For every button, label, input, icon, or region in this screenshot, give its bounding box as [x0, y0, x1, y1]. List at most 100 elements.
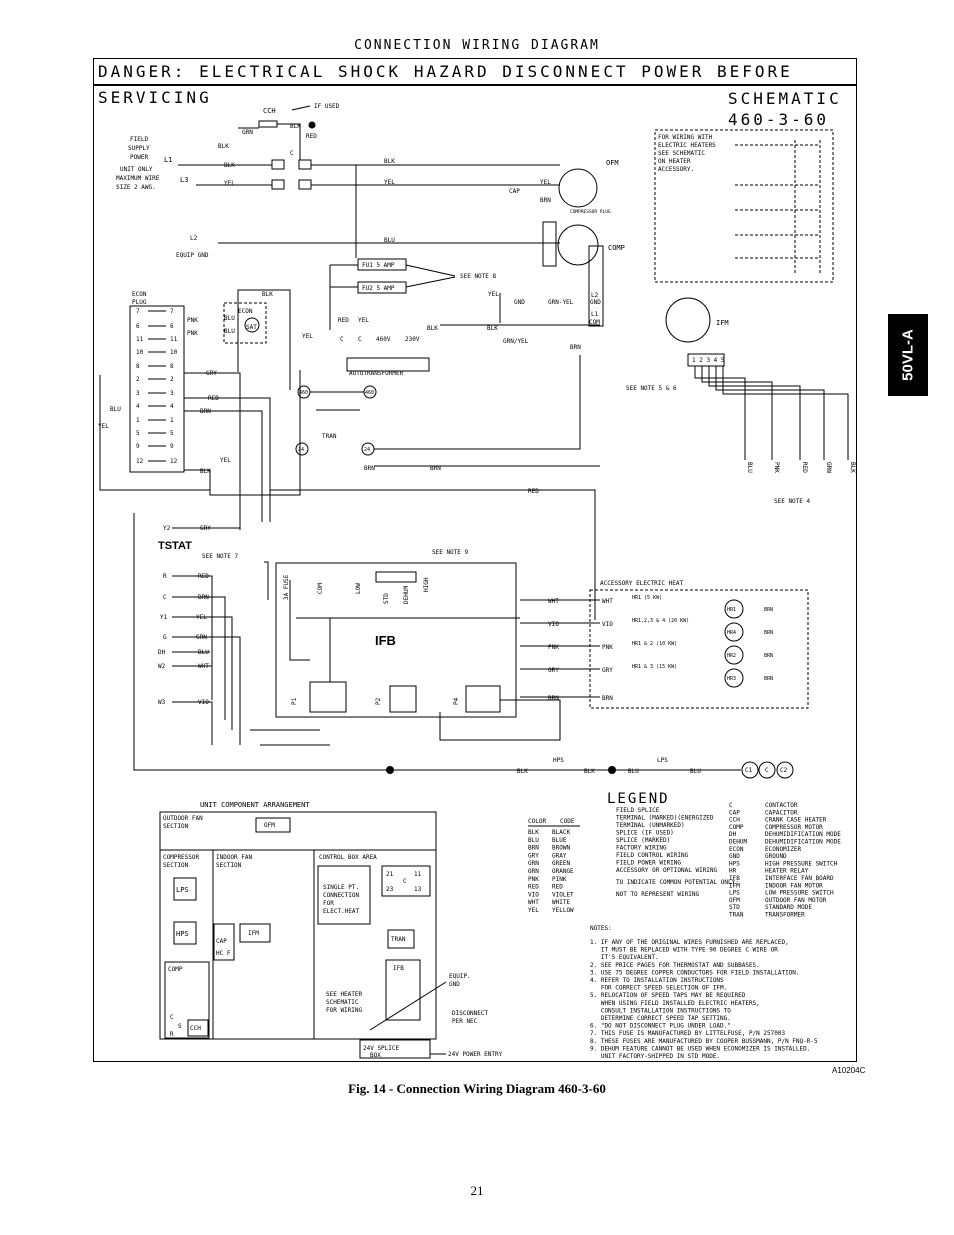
heater-note-box: FOR WIRING WITH ELECTRIC HEATERS SEE SCH… — [654, 129, 834, 283]
cch-label: CCH — [263, 107, 276, 115]
lps-label: LPS — [657, 757, 668, 764]
abbr-meaning: LOW PRESSURE SWITCH — [765, 890, 834, 897]
single-pt-1: SINGLE PT. — [323, 884, 359, 891]
single-pt-4: ELECT.HEAT — [323, 908, 360, 915]
ofm-brn: BRN — [540, 197, 551, 204]
fu2-label: FU2 5 AMP — [362, 285, 395, 292]
l1-term-label: L1 — [591, 311, 599, 318]
color-code-header-2: CODE — [560, 818, 575, 825]
ifb-p4: P4 — [453, 697, 460, 705]
figure-caption: Fig. 14 - Connection Wiring Diagram 460-… — [348, 1081, 606, 1096]
heater-kw-label: HR1 (5 KW) — [632, 595, 662, 601]
color-code-name: BLACK — [552, 829, 570, 836]
econ-pin-right: 2 — [170, 376, 174, 383]
arr-cap: CAP — [216, 938, 227, 945]
abbr-meaning: DEHUMIDIFICATION MODE — [765, 831, 841, 838]
ifb-label: IFB — [375, 633, 396, 648]
note-line: 4. REFER TO INSTALLATION INSTRUCTIONS — [590, 977, 724, 984]
econ-blk: BLK — [200, 468, 211, 475]
see-note-8: SEE NOTE 8 — [460, 273, 497, 280]
econ-pnk-1: PNK — [187, 317, 198, 324]
equip-gnd-1: EQUIP. — [449, 973, 471, 980]
control-box-area: CONTROL BOX AREA — [319, 854, 377, 861]
note-line: 3. USE 75 DEGREE COPPER CONDUCTORS FOR F… — [590, 969, 800, 976]
color-code-abbr: BRN — [528, 845, 539, 852]
hps-label: HPS — [553, 757, 564, 764]
econ-yel2: YEL — [220, 457, 231, 464]
safety-blu2: BLU — [690, 768, 701, 775]
grn-label: GRN — [242, 129, 253, 136]
autotransformer-label: AUTOTRANSFORMER — [349, 370, 404, 377]
abbr-code: DEHUM — [729, 839, 747, 846]
color-code-abbr: VIO — [528, 891, 539, 898]
tran-24-left: 24 — [298, 447, 304, 453]
page-title: CONNECTION WIRING DIAGRAM — [354, 38, 600, 53]
terminal-l3 — [271, 179, 285, 190]
econ-pin-left: 1 — [136, 417, 140, 424]
sat-label: SAT — [246, 324, 257, 331]
tran-460-left: 460 — [299, 390, 308, 396]
ifb-board: IFB 3A FUSE COM LOW STD DEHUM HIGH SEE N… — [275, 549, 520, 718]
heater-wire-in: GRY — [548, 667, 559, 674]
legend-title: LEGEND — [607, 791, 670, 807]
field-supply-2: SUPPLY — [128, 145, 150, 152]
see-heater-2: SCHEMATIC — [326, 999, 359, 1006]
abbr-code: C — [729, 802, 733, 809]
safety-blk: BLK — [517, 768, 528, 775]
gnd-term-label: GND — [590, 299, 601, 306]
heater-note-5: ACCESSORY. — [658, 166, 694, 173]
c1-label: C1 — [745, 767, 753, 774]
abbr-meaning: GROUND — [765, 853, 787, 860]
cch-resistor — [258, 120, 278, 128]
c-block-21: 21 — [386, 871, 394, 878]
abbr-code: IFM — [729, 882, 740, 889]
legend-symbol-label: FIELD SPLICE — [616, 807, 660, 814]
note-line: IT'S EQUIVALENT. — [590, 954, 659, 961]
abbr-code: STD — [729, 904, 740, 911]
see-note-9: SEE NOTE 9 — [432, 549, 469, 556]
arr-comp: COMP — [168, 966, 183, 973]
heater-note-1: FOR WIRING WITH — [658, 134, 713, 141]
abbr-code: GND — [729, 853, 740, 860]
note-line: 6. "DO NOT DISCONNECT PLUG UNDER LOAD." — [590, 1023, 731, 1030]
color-code-name: WHITE — [552, 899, 570, 906]
color-code-abbr: BLU — [528, 837, 539, 844]
note-line: IT MUST BE REPLACED WITH TYPE 90 DEGREE … — [590, 947, 778, 954]
single-pt-2: CONNECTION — [323, 892, 360, 899]
red-run: RED — [528, 488, 539, 495]
econ-pin-right: 1 — [170, 417, 174, 424]
max-wire-3: SIZE 2 AWG. — [116, 184, 156, 191]
econ-yel3: YEL — [302, 333, 313, 340]
heater-note-3: SEE SCHEMATIC — [658, 150, 705, 157]
splice-dot — [308, 121, 316, 129]
color-code-abbr: PNK — [528, 876, 539, 883]
tstat-r: R — [163, 573, 167, 580]
econ-pin-left: 5 — [136, 430, 140, 437]
color-code-name: RED — [552, 884, 563, 891]
abbr-code: HPS — [729, 860, 740, 867]
heater-lead-pnk: PNK — [773, 462, 780, 473]
heater-wire-in: BRN — [548, 695, 559, 702]
ifb-fuse-label: 3A FUSE — [283, 574, 290, 600]
econ-pin-right: 12 — [170, 458, 178, 465]
legend-symbol-label: FACTORY WIRING — [616, 845, 667, 852]
color-code-abbr: RED — [528, 884, 539, 891]
color-code-abbr: GRN — [528, 860, 539, 867]
econ-label: ECON — [238, 308, 253, 315]
ifb-std-label: STD — [383, 593, 390, 604]
c-block-11: 11 — [414, 871, 422, 878]
ifm-pins: 1 2 3 4 5 — [692, 357, 725, 364]
ground-block: YEL GND GRN-YEL GRN/YEL BLK L2 GND L1 CO… — [487, 245, 604, 351]
arr-tran: TRAN — [391, 936, 406, 943]
abbr-meaning: CONTACTOR — [765, 802, 798, 809]
note-line: 7. THIS FUSE IS MANUFACTURED BY LITTELFU… — [590, 1030, 785, 1037]
arrangement-title: UNIT COMPONENT ARRANGEMENT — [200, 801, 310, 809]
abbr-code: COMP — [729, 824, 744, 831]
arr-hps: HPS — [176, 930, 189, 938]
abbr-code: CCH — [729, 817, 740, 824]
arr-cch: CCH — [190, 1025, 201, 1032]
ifb-p2: P2 — [375, 697, 382, 705]
note-line: CONSULT INSTALLATION INSTRUCTIONS TO — [590, 1007, 731, 1014]
abbr-code: DH — [729, 831, 737, 838]
